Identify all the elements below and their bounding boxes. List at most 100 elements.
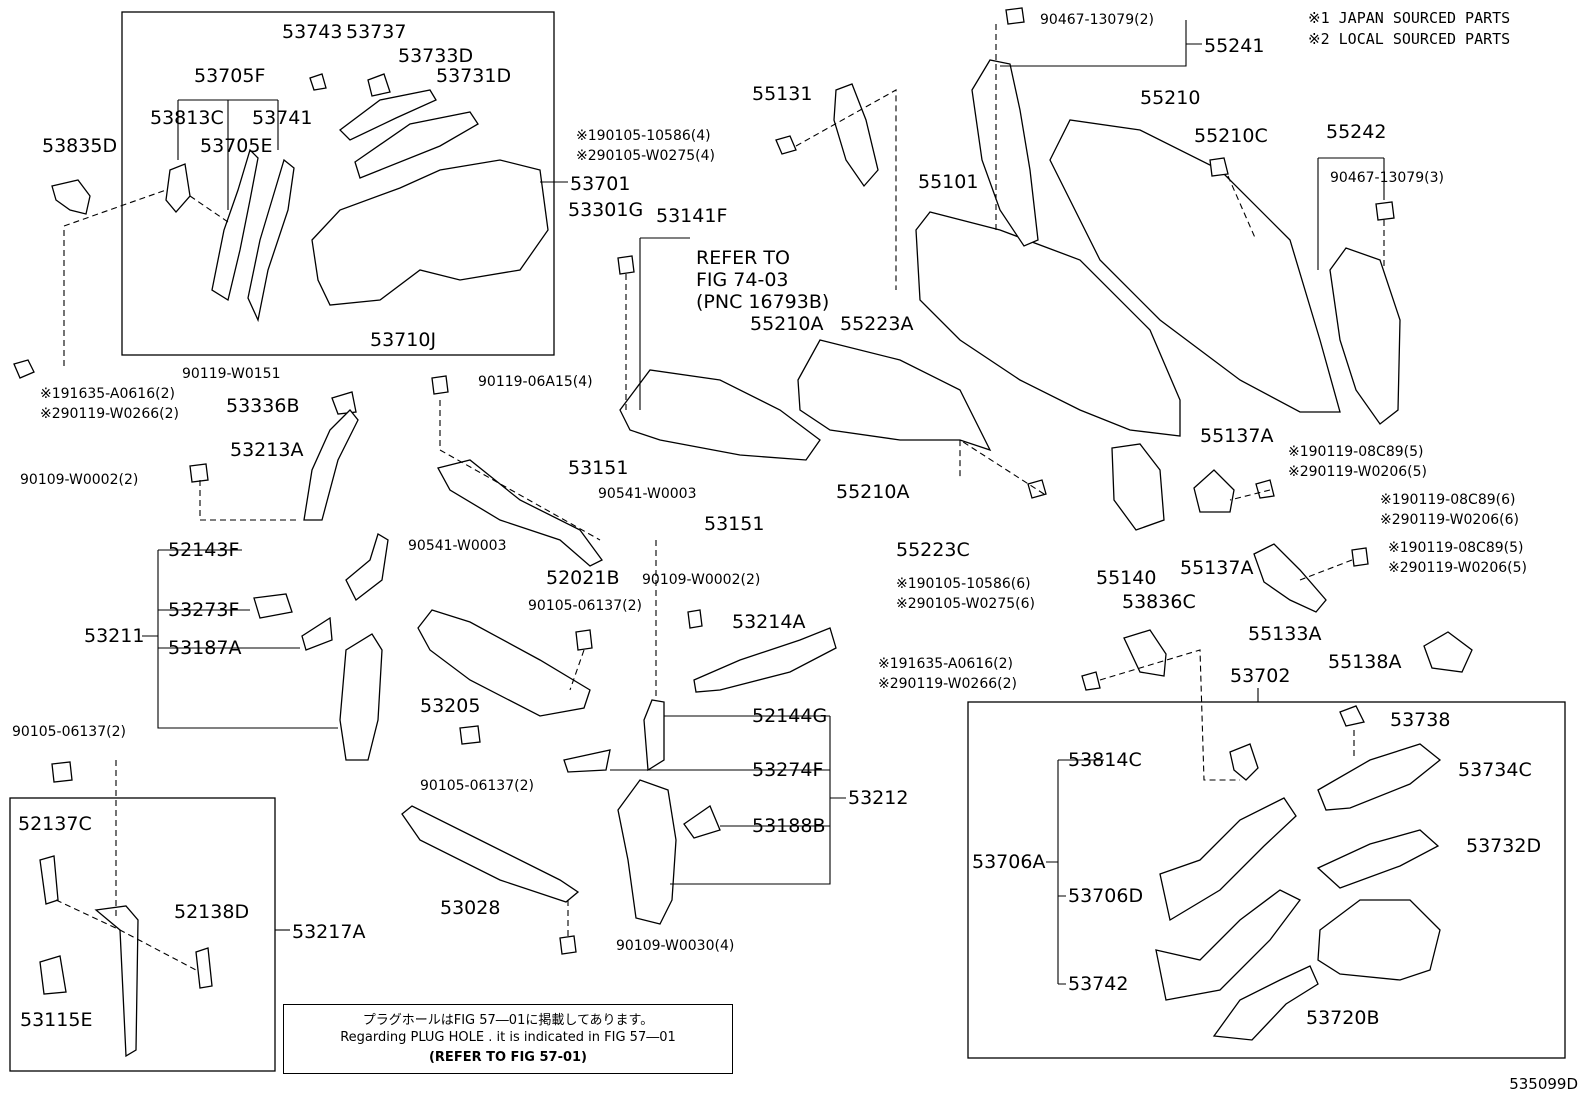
apron-53741-part — [247, 158, 295, 323]
label-52021b: 52021B — [546, 567, 619, 589]
dash-line-16 — [1229, 489, 1271, 501]
leader-55241 — [1000, 20, 1202, 67]
label-90119-08c89-5b: ※190119-08C89(5) — [1388, 540, 1523, 556]
label-55242: 55242 — [1326, 121, 1386, 143]
bolt-53836c — [1081, 671, 1101, 691]
label-53741: 53741 — [252, 107, 312, 129]
dash-line-2 — [189, 195, 229, 223]
leader-53211 — [142, 549, 338, 729]
note-en: Regarding PLUG HOLE . it is indicated in… — [340, 1030, 676, 1045]
label-90119-w0266-b: ※290119-W0266(2) — [878, 676, 1017, 692]
label-53217a: 53217A — [292, 921, 365, 943]
brace-53115e-part — [39, 955, 67, 995]
label-53720b: 53720B — [1306, 1007, 1379, 1029]
label-53705f: 53705F — [194, 65, 265, 87]
label-90105-w0275-6: ※290105-W0275(6) — [896, 596, 1035, 612]
support-53211-part — [339, 633, 383, 761]
label-53732d: 53732D — [1466, 835, 1541, 857]
label-53187a: 53187A — [168, 637, 241, 659]
label-55140: 55140 — [1096, 567, 1156, 589]
bracket-53188b-part — [683, 805, 721, 839]
label-90119-w0206-5b: ※290119-W0206(5) — [1388, 560, 1527, 576]
label-90105-06137-a: 90105-06137(2) — [12, 724, 126, 740]
label-53734c: 53734C — [1458, 759, 1532, 781]
bolt-90119-06a15 — [431, 375, 449, 395]
insulator-55241-part — [971, 59, 1039, 247]
bolt-90105-06137c — [459, 725, 481, 745]
apron-53705f-part — [211, 148, 259, 302]
apron-53742-part — [1155, 889, 1301, 1001]
label-90119-08c89-5: ※190119-08C89(5) — [1288, 444, 1423, 460]
group-box-53701 — [121, 11, 555, 356]
bracket-53813c-part — [165, 163, 191, 214]
label-52143f: 52143F — [168, 539, 239, 561]
label-53213a: 53213A — [230, 439, 303, 461]
label-55210: 55210 — [1140, 87, 1200, 109]
bolt-90109-w0030 — [559, 935, 577, 955]
label-90119-08c89-6: ※190119-08C89(6) — [1380, 492, 1515, 508]
bracket-53743-part — [309, 73, 327, 91]
label-90105-10586-6: ※190105-10586(6) — [896, 576, 1031, 592]
member-53205-part — [417, 609, 591, 717]
bracket-53836c-part — [1123, 629, 1167, 677]
label-53212: 53212 — [848, 787, 908, 809]
bracket-53274f-part — [563, 749, 611, 773]
label-90105-06137-c: 90105-06137(2) — [420, 778, 534, 794]
label-53028: 53028 — [440, 897, 500, 919]
bracket-55133a-part — [1253, 543, 1327, 613]
label-53274f: 53274F — [752, 759, 823, 781]
plug-hole-note: プラグホールはFIG 57―01に掲載してあります。 Regarding PLU… — [283, 1004, 733, 1074]
dash-line-3 — [199, 480, 300, 521]
label-52138d: 52138D — [174, 901, 249, 923]
label-55223c: 55223C — [896, 539, 970, 561]
label-55210c: 55210C — [1194, 125, 1268, 147]
label-90109-w0030: 90109-W0030(4) — [616, 938, 734, 954]
refer-line-2: FIG 74-03 — [696, 269, 789, 291]
label-53813c: 53813C — [150, 107, 224, 129]
bracket-53737-part — [367, 73, 391, 97]
label-90119-w0266-2: ※290119-W0266(2) — [40, 406, 179, 422]
note-ref: (REFER TO FIG 57-01) — [428, 1050, 587, 1065]
label-53702: 53702 — [1230, 665, 1290, 687]
note-jp: プラグホールはFIG 57―01に掲載してあります。 — [362, 1013, 654, 1028]
label-53710j: 53710J — [370, 329, 436, 351]
support-53028-part — [401, 805, 580, 903]
splash-shield-53141f-part — [619, 369, 821, 461]
label-53151-a: 53151 — [568, 457, 628, 479]
label-90467-13079-2: 90467-13079(2) — [1040, 12, 1154, 28]
label-53273f: 53273F — [168, 599, 239, 621]
label-90119-06a15: 90119-06A15(4) — [478, 374, 593, 390]
label-53731d: 53731D — [436, 65, 511, 87]
label-55138a: 55138A — [1328, 651, 1401, 673]
label-53836c: 53836C — [1122, 591, 1196, 613]
group-box-53217a — [9, 797, 276, 1072]
label-90105-w0275-4: ※290105-W0275(4) — [576, 148, 715, 164]
label-55241: 55241 — [1204, 35, 1264, 57]
support-53212-part — [617, 779, 677, 925]
apron-53710j-part — [311, 159, 549, 306]
bolt-55241 — [1005, 7, 1025, 25]
leader-53706a — [1046, 759, 1104, 985]
label-53205: 53205 — [420, 695, 480, 717]
label-55133a: 55133A — [1248, 623, 1321, 645]
label-90105-06137-b: 90105-06137(2) — [528, 598, 642, 614]
label-91635-a0616-b: ※191635-A0616(2) — [878, 656, 1013, 672]
dash-line-14 — [1099, 649, 1240, 781]
bolt-90105-10586 — [775, 135, 797, 155]
brace-53214a-part — [693, 627, 837, 693]
bolt-53301g — [617, 255, 635, 275]
leader-53141f — [639, 237, 690, 410]
label-53706a: 53706A — [972, 851, 1045, 873]
label-55137a-top: 55137A — [1200, 425, 1273, 447]
label-90467-13079-3: 90467-13079(3) — [1330, 170, 1444, 186]
member-53734c-part — [1317, 743, 1442, 811]
dash-line-11 — [569, 649, 585, 691]
bracket-55137a-part — [1193, 469, 1235, 513]
label-53742: 53742 — [1068, 973, 1128, 995]
label-90109-w0002-b: 90109-W0002(2) — [642, 572, 760, 588]
bolt-90109-w0002 — [687, 609, 703, 629]
apron-53706d-part — [1159, 797, 1297, 922]
label-53835d: 53835D — [42, 135, 117, 157]
label-53214a: 53214A — [732, 611, 805, 633]
